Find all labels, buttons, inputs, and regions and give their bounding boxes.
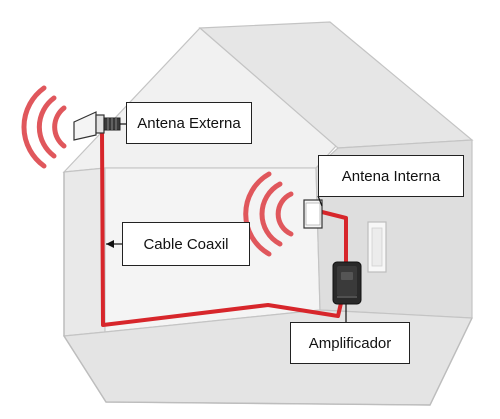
indoor-cable [320, 210, 348, 264]
coax-cable [100, 130, 346, 327]
house-wall-left [63, 167, 106, 337]
label-amplifier: Amplificador [290, 322, 410, 364]
callout-pointer-cable [106, 240, 114, 248]
label-external-antenna: Antena Externa [126, 102, 252, 144]
external-antenna-icon [73, 111, 121, 141]
external-signal-waves-icon [21, 85, 67, 169]
internal-antenna-icon [303, 199, 323, 229]
amplifier-icon [332, 261, 362, 305]
callout-leader-internal [317, 195, 323, 207]
internal-signal-waves-icon [243, 171, 294, 257]
window-inner [371, 227, 383, 267]
house-front-frame [63, 172, 473, 406]
label-internal-antenna: Antena Interna [318, 155, 464, 197]
label-coax-cable: Cable Coaxil [122, 222, 250, 266]
